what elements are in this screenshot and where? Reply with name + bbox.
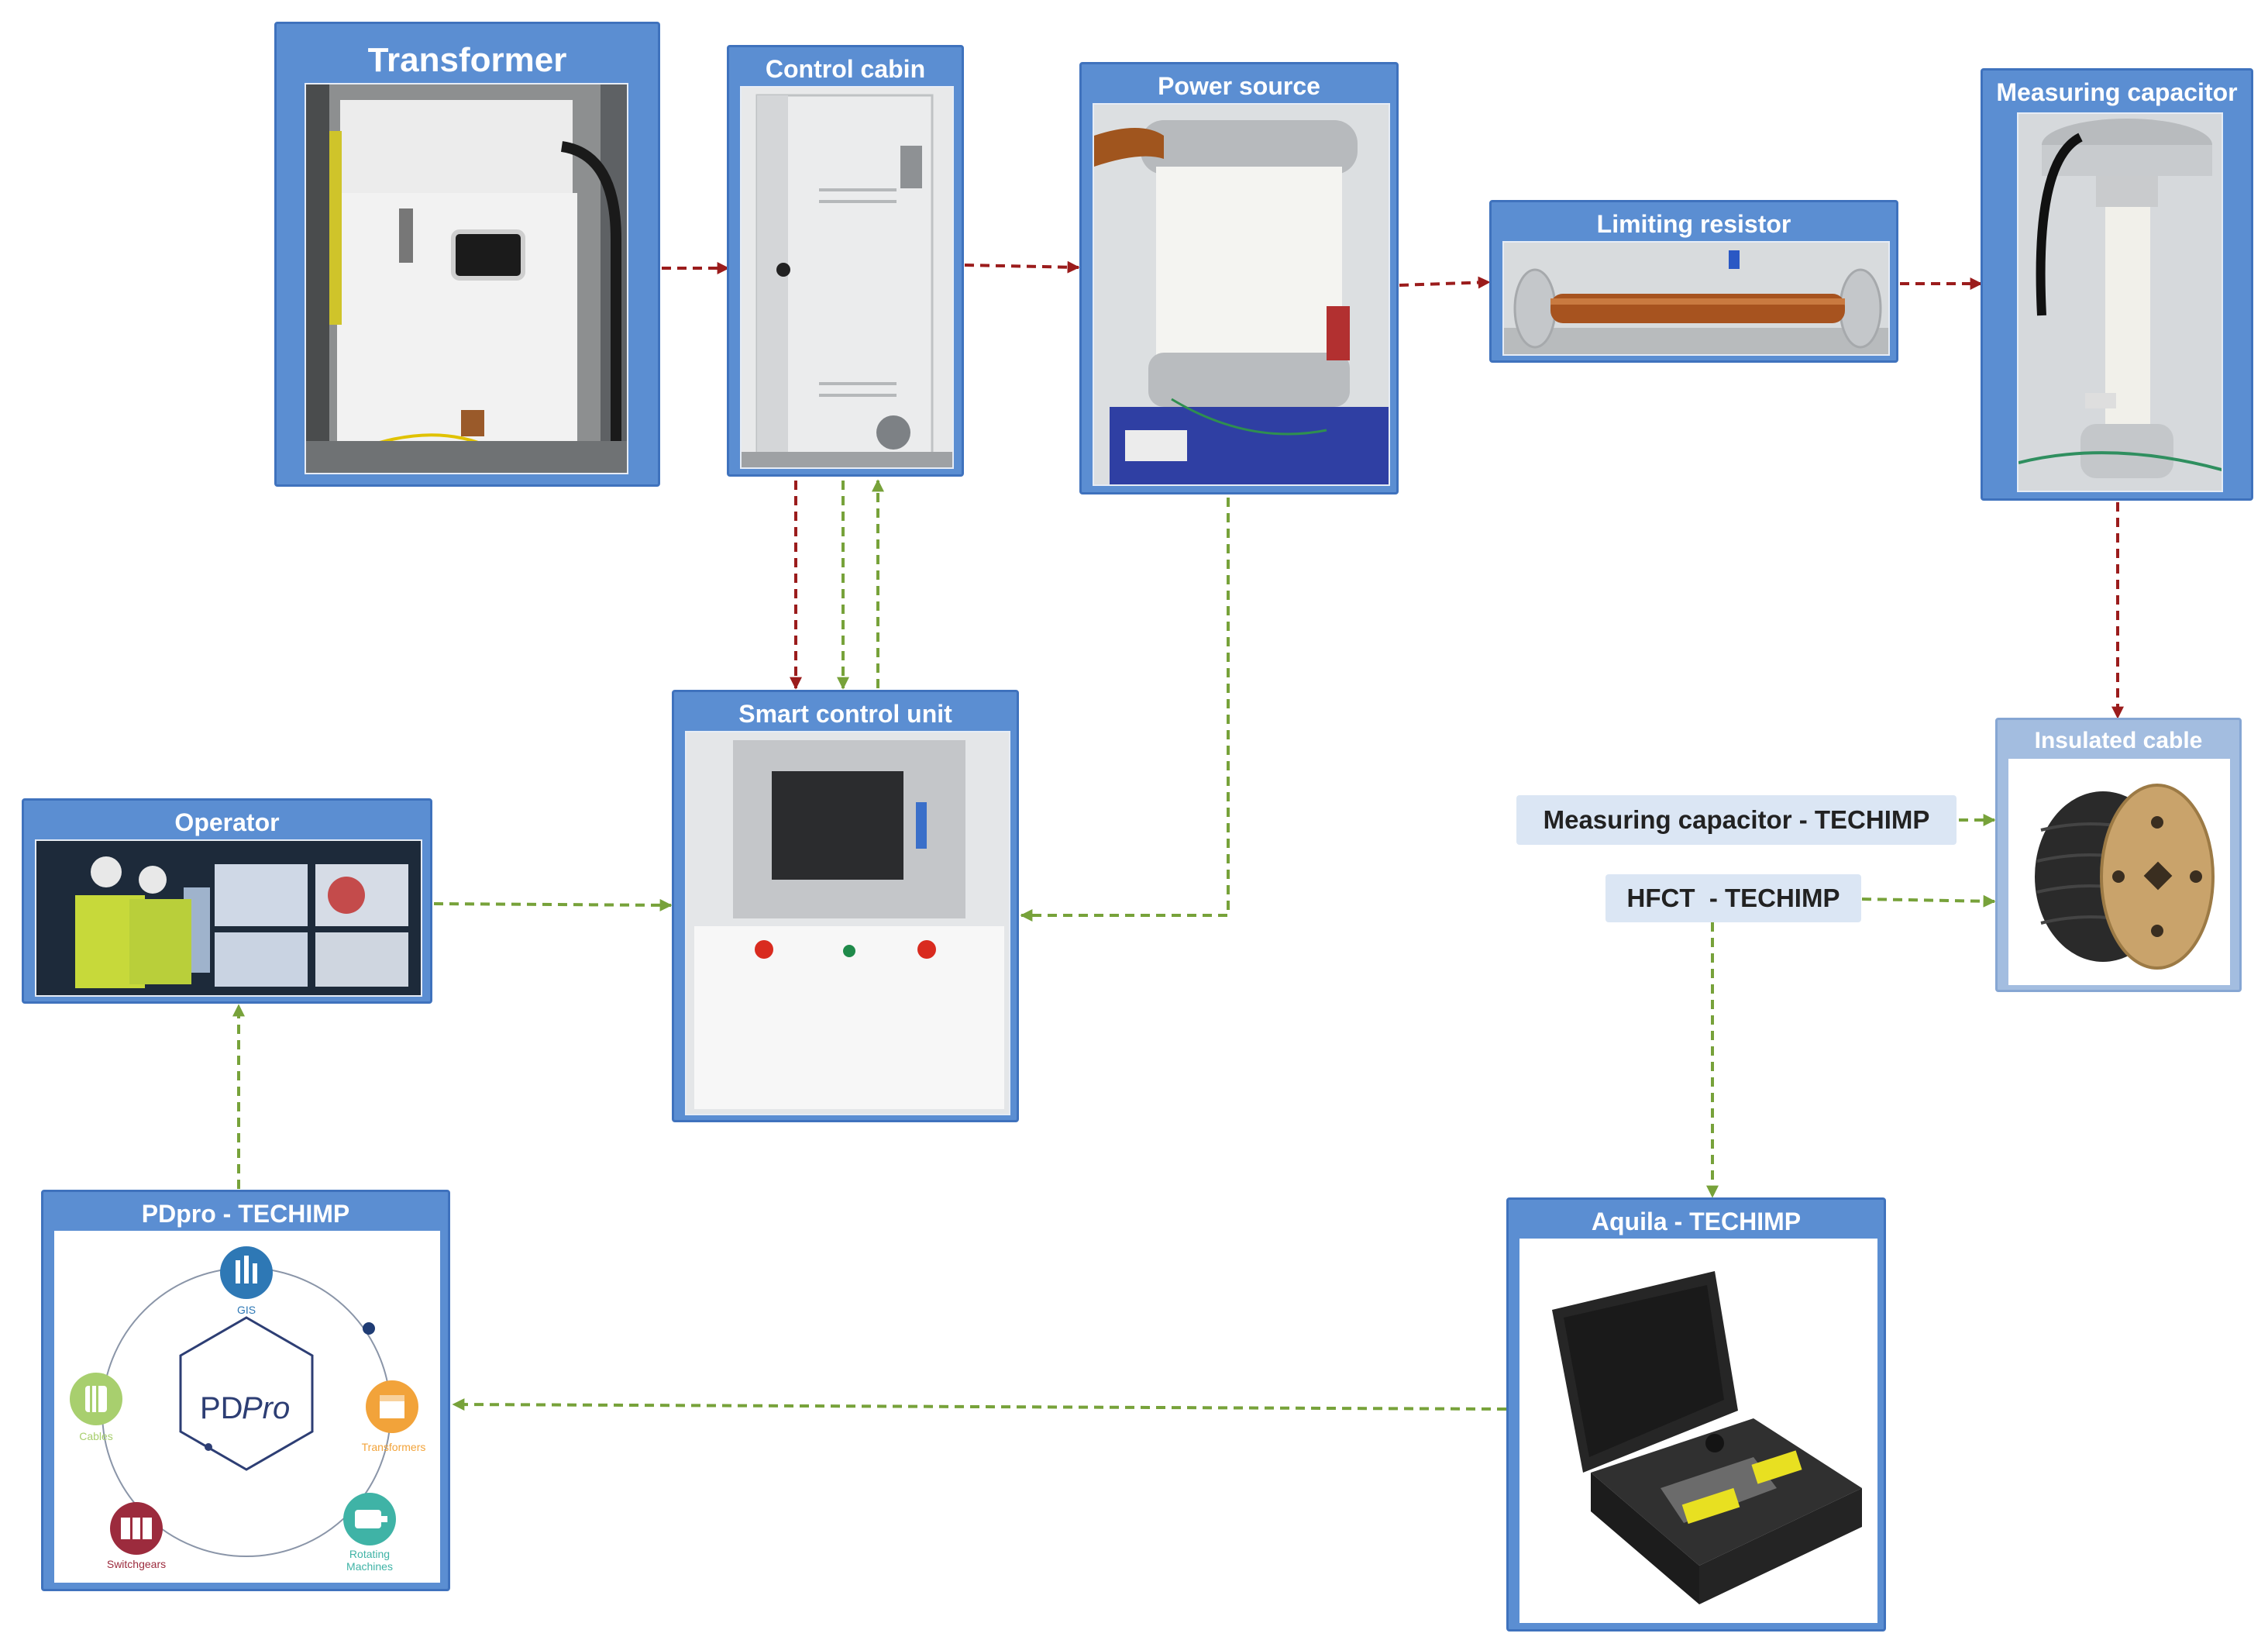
insulated-cable-title: Insulated cable <box>2034 728 2203 753</box>
rotating-machines-icon <box>343 1493 396 1545</box>
arrow-control-cabin-to-power-source <box>964 260 1080 274</box>
arrow-aquila-to-pdpro <box>452 1398 1507 1411</box>
measuring-capacitor-title: Measuring capacitor <box>1996 78 2238 106</box>
hfct-techimp-tag: HFCT - TECHIMP <box>1605 874 1861 922</box>
arrow-hfct-tag-to-insulated-cable <box>1861 894 1996 908</box>
transformer-box: Transformer <box>274 22 660 487</box>
limiting-resistor-title: Limiting resistor <box>1596 210 1791 238</box>
measuring-capacitor-photo <box>2017 112 2223 492</box>
smart-control-unit-box: Smart control unit <box>672 690 1019 1122</box>
pdpro-item-rotating-line1: Rotating <box>349 1548 390 1560</box>
limiting-resistor-box: Limiting resistor <box>1489 200 1898 363</box>
pdpro-item-cables: Cables <box>79 1430 113 1442</box>
pdpro-item-rotating-line2: Machines <box>346 1560 393 1573</box>
pdpro-name-main: PD <box>200 1391 243 1425</box>
pdpro-hexagon-icon <box>179 1316 314 1471</box>
aquila-box: Aquila - TECHIMP <box>1506 1197 1886 1631</box>
aquila-photo <box>1519 1239 1877 1623</box>
switchgears-icon <box>110 1502 163 1555</box>
pdpro-item-switchgears: Switchgears <box>107 1558 166 1570</box>
pdpro-logo: PD Pro GIS Transformers Rot <box>56 1232 439 1581</box>
operator-box: Operator <box>22 798 432 1004</box>
transformers-icon <box>366 1380 418 1433</box>
control-cabin-box: Control cabin <box>727 45 964 477</box>
arrow-power-source-to-limiting-resistor <box>1399 276 1491 289</box>
smart-control-unit-photo <box>685 731 1010 1115</box>
insulated-cable-photo <box>2008 759 2230 985</box>
pdpro-item-gis: GIS <box>237 1304 256 1316</box>
transformer-title: Transformer <box>367 41 567 79</box>
cables-icon <box>70 1373 122 1425</box>
transformer-photo <box>305 83 628 474</box>
control-cabin-title: Control cabin <box>765 55 926 83</box>
pdpro-title: PDpro - TECHIMP <box>141 1200 350 1228</box>
pdpro-logo-panel: PD Pro GIS Transformers Rot <box>54 1231 440 1583</box>
arrow-power-source-to-smart-control-unit <box>1020 498 1230 922</box>
control-cabin-photo <box>740 86 954 469</box>
gis-icon <box>220 1246 273 1299</box>
insulated-cable-box: Insulated cable <box>1995 718 2242 992</box>
aquila-title: Aquila - TECHIMP <box>1591 1208 1802 1235</box>
measuring-capacitor-box: Measuring capacitor <box>1981 68 2253 501</box>
limiting-resistor-photo <box>1502 241 1890 356</box>
measuring-capacitor-techimp-tag: Measuring capacitor - TECHIMP <box>1516 795 1957 845</box>
operator-photo <box>35 839 422 997</box>
power-source-box: Power source <box>1079 62 1399 494</box>
operator-title: Operator <box>174 808 280 836</box>
arrow-operator-to-smart-control-unit <box>433 898 673 911</box>
pdpro-item-transformers: Transformers <box>362 1441 426 1453</box>
power-source-photo <box>1093 103 1390 486</box>
pdpro-name-suffix: Pro <box>242 1391 290 1425</box>
power-source-title: Power source <box>1158 72 1320 100</box>
smart-control-unit-title: Smart control unit <box>738 700 952 728</box>
pdpro-box: PDpro - TECHIMP PD Pro GIS Transformers <box>41 1190 450 1591</box>
